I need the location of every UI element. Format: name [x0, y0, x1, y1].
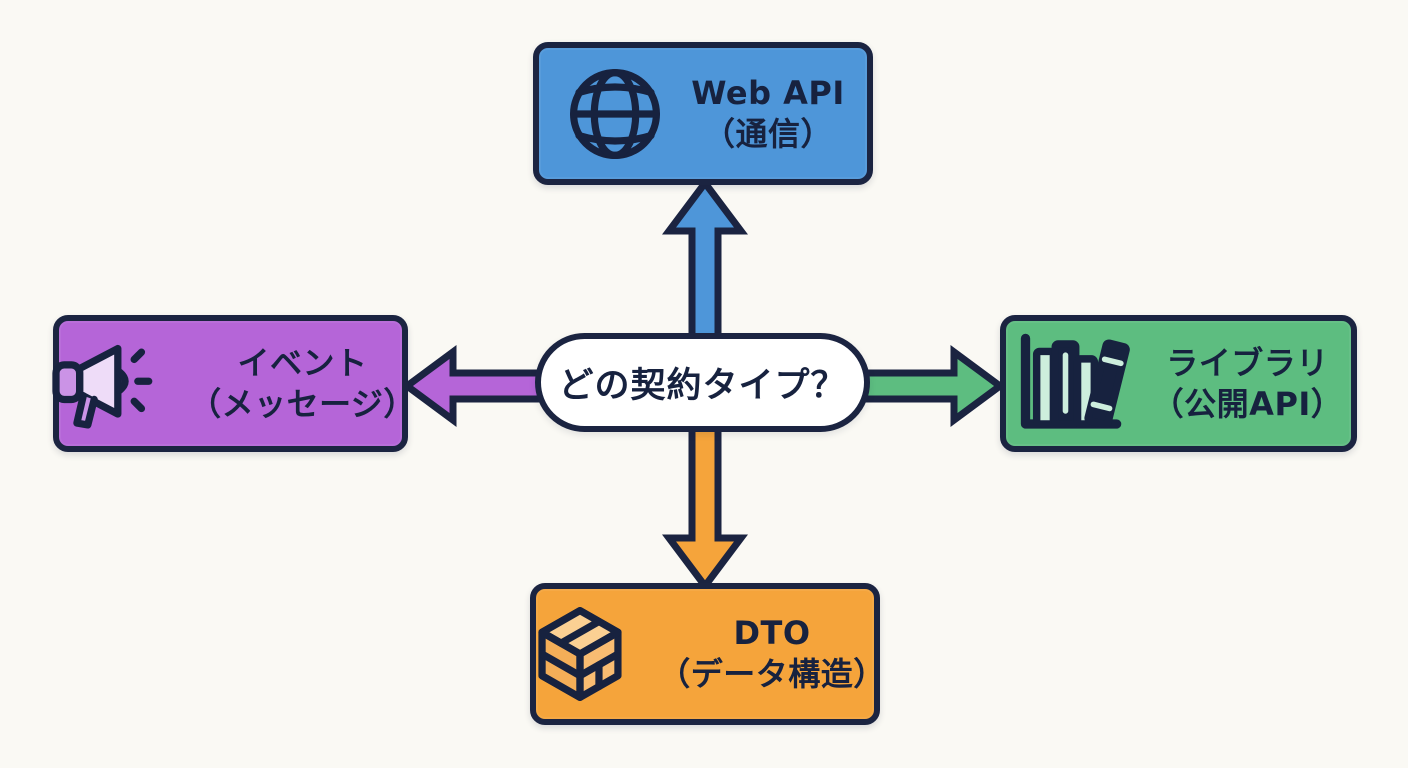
node-label: イベント （メッセージ） [189, 343, 416, 425]
node-title: Web API [691, 73, 845, 112]
node-title: ライブラリ [1166, 343, 1329, 382]
globe-icon [570, 68, 661, 159]
megaphone-icon [52, 344, 153, 429]
node-title: イベント [237, 343, 368, 382]
node-web-api: Web API （通信） [533, 42, 873, 185]
node-dto: DTO （データ構造） [530, 583, 885, 725]
node-subtitle: （メッセージ） [189, 384, 416, 423]
node-title: DTO [733, 614, 811, 653]
cube-icon [538, 607, 622, 701]
node-label: Web API （通信） [691, 73, 845, 155]
node-subtitle: （公開API） [1151, 384, 1344, 423]
node-label: ライブラリ （公開API） [1152, 343, 1344, 425]
node-subtitle: （通信） [702, 114, 833, 153]
node-label: DTO （データ構造） [658, 613, 886, 695]
node-event: イベント （メッセージ） [52, 315, 415, 452]
node-library: ライブラリ （公開API） [1000, 315, 1357, 452]
books-icon [1020, 333, 1130, 429]
node-subtitle: （データ構造） [658, 655, 886, 693]
decision-question: どの契約タイプ？ [558, 366, 847, 406]
decision-pill: どの契約タイプ？ [535, 333, 870, 432]
